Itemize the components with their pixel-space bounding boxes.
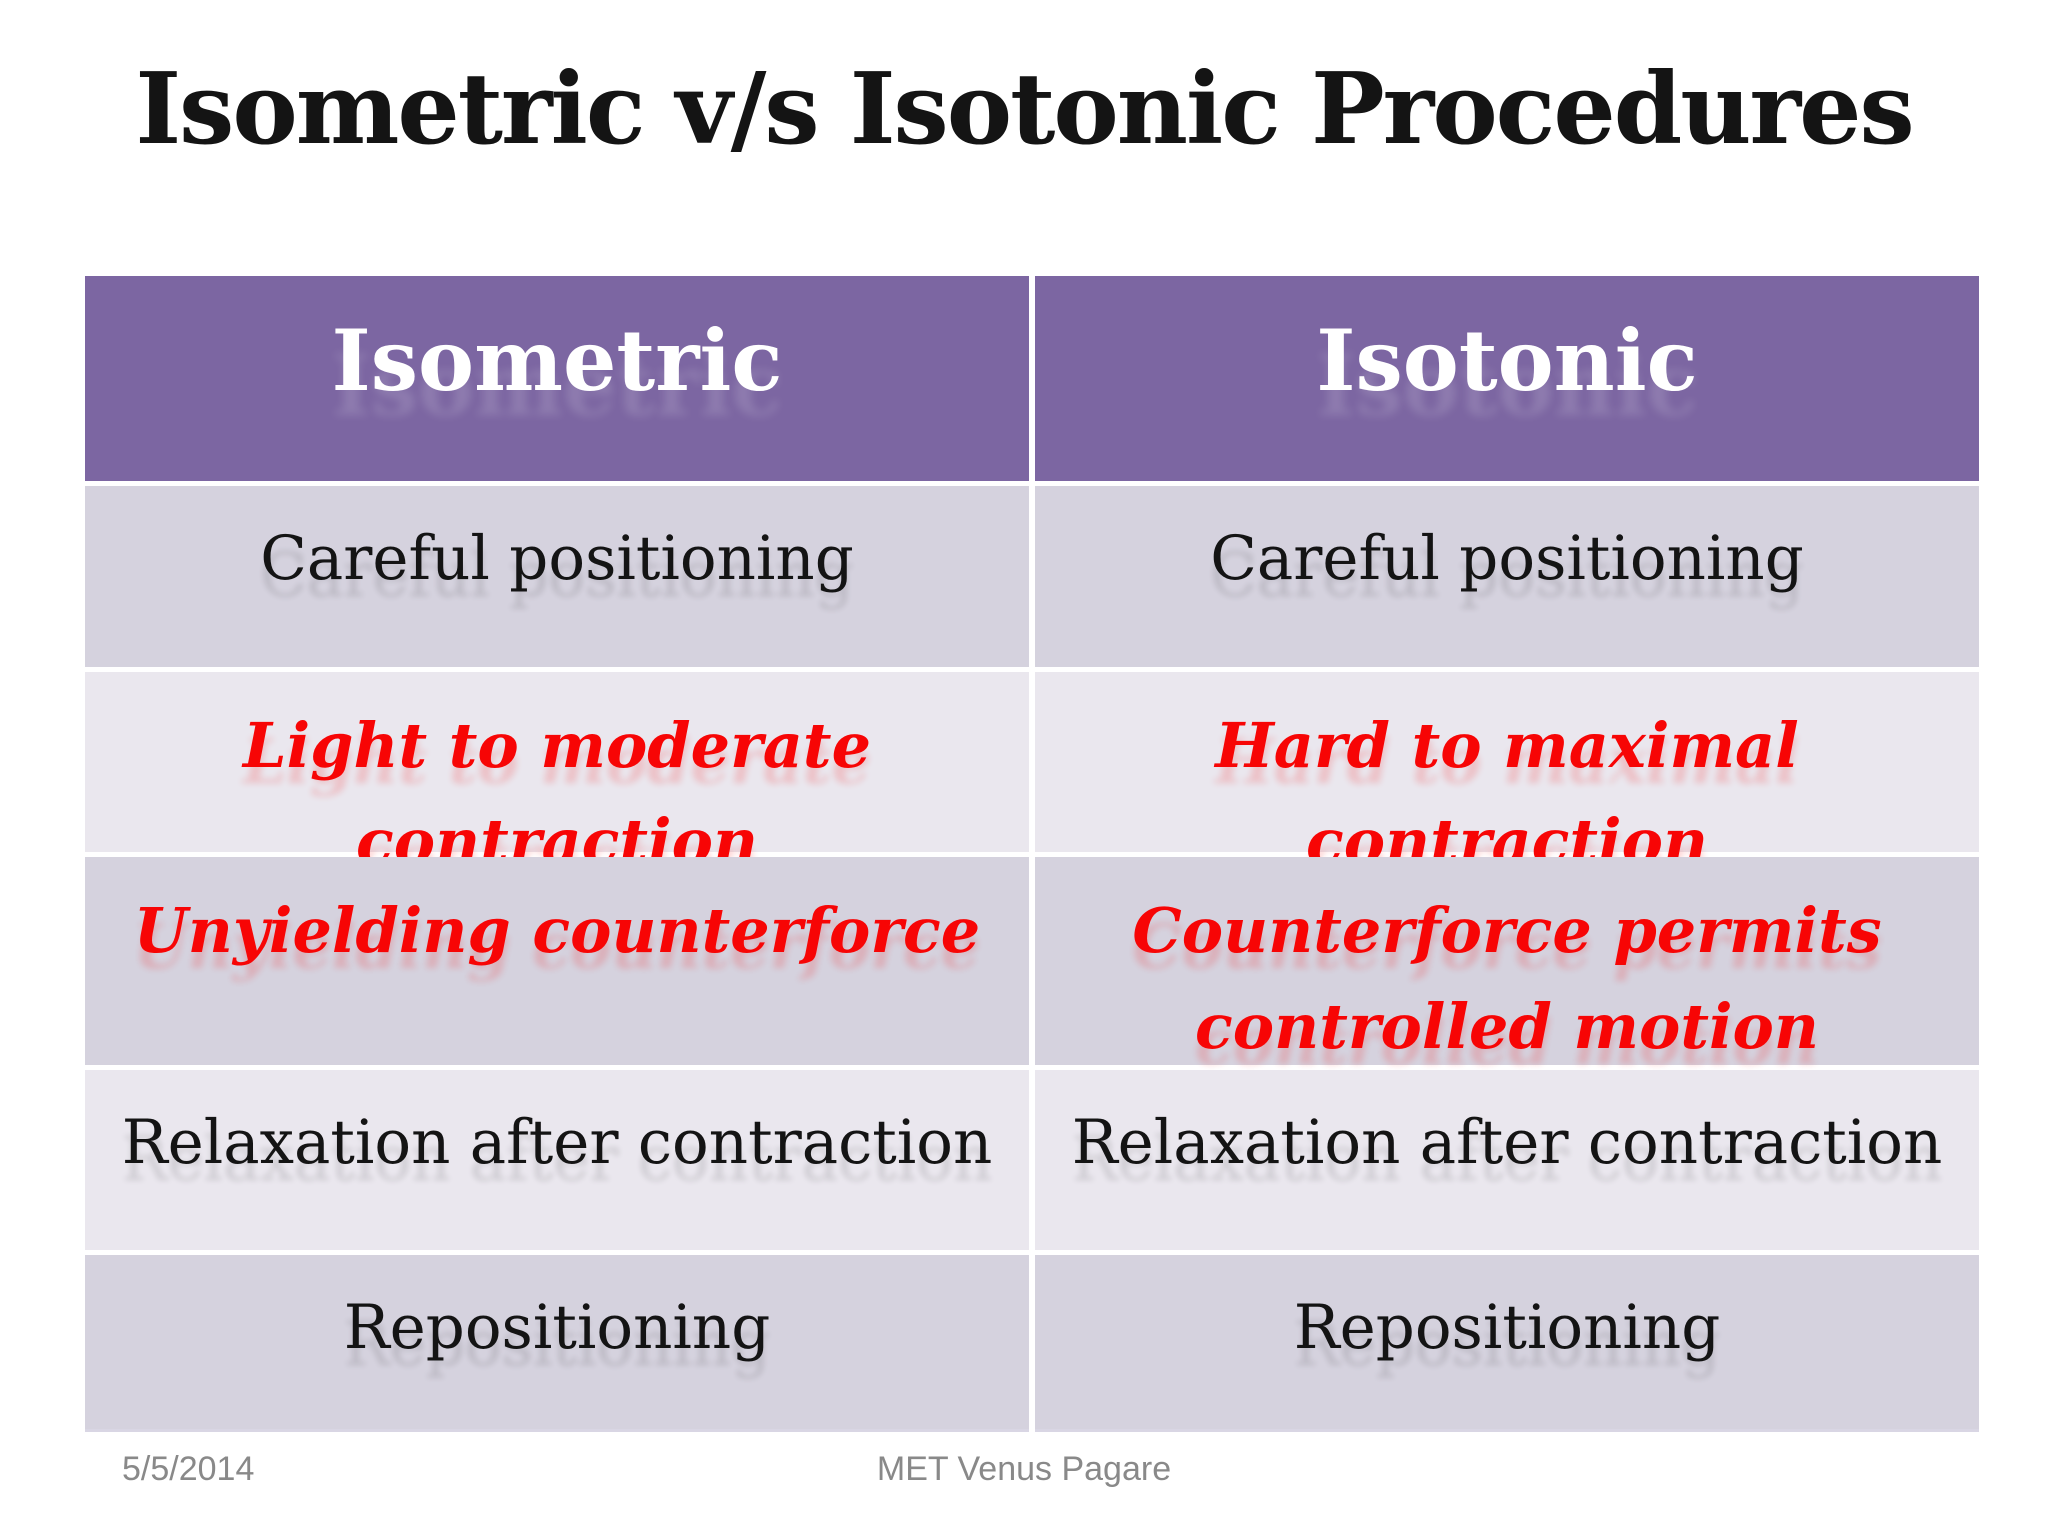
table-cell-isotonic-contraction-level: Hard to maximal contraction <box>1035 672 1979 878</box>
table-cell-isometric-contraction-level: Light to moderate contraction <box>85 672 1029 878</box>
table-cell-isotonic-counterforce: Counterforce permits controlled motion <box>1035 857 1979 1065</box>
footer-credit: MET Venus Pagare <box>876 1450 1172 1488</box>
table-cell-isotonic-careful-positioning: Careful positioning <box>1035 486 1979 667</box>
footer-date: 5/5/2014 <box>122 1450 255 1488</box>
table-cell-isometric-counterforce: Unyielding counterforce <box>85 857 1029 1065</box>
column-header-isotonic-label: Isotonic <box>1316 311 1698 410</box>
table-cell-isometric-repositioning: Repositioning <box>85 1255 1029 1432</box>
table-cell-isotonic-relaxation: Relaxation after contraction <box>1035 1070 1979 1250</box>
column-header-isotonic: Isotonic <box>1035 276 1979 481</box>
table-cell-isotonic-repositioning: Repositioning <box>1035 1255 1979 1432</box>
column-header-isometric-label: Isometric <box>331 311 783 410</box>
column-header-isometric: Isometric <box>85 276 1029 481</box>
comparison-table: Isometric Isotonic Careful positioning C… <box>85 276 1979 1432</box>
slide-title: Isometric v/s Isotonic Procedures <box>135 52 1914 167</box>
table-cell-isometric-careful-positioning: Careful positioning <box>85 486 1029 667</box>
table-cell-isometric-relaxation: Relaxation after contraction <box>85 1070 1029 1250</box>
